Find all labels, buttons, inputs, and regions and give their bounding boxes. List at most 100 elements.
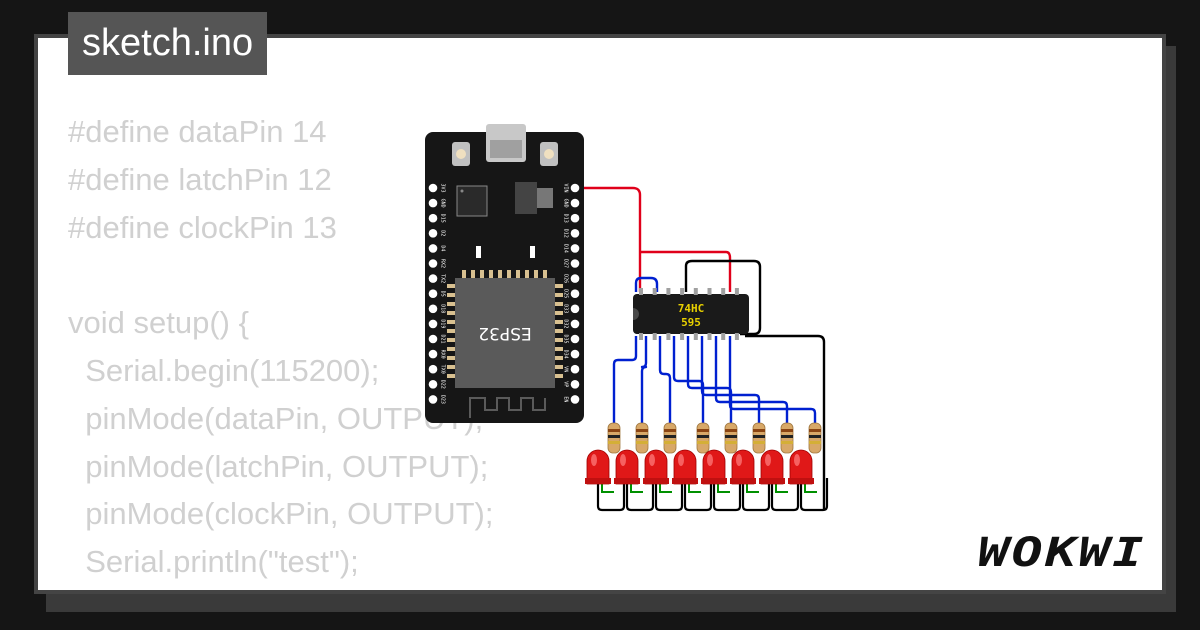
wire-loop[interactable] — [634, 276, 659, 292]
led[interactable] — [585, 449, 611, 485]
esp32-pin-left[interactable] — [428, 183, 438, 193]
chip-pin-top[interactable] — [707, 288, 712, 295]
esp32-pin-right[interactable] — [570, 364, 580, 374]
led-indicator-left — [476, 246, 481, 258]
esp32-pin-left[interactable] — [428, 274, 438, 283]
chip-pin-bottom[interactable] — [721, 333, 726, 340]
esp32-pin-right[interactable] — [570, 229, 580, 238]
esp32-pin-label: D19 — [440, 319, 446, 328]
esp32-pin-label: GND — [440, 199, 446, 208]
esp32-pin-left[interactable] — [428, 380, 438, 389]
resistor[interactable] — [752, 422, 766, 454]
chip-pin-bottom[interactable] — [652, 333, 657, 340]
esp32-pin-right[interactable] — [570, 395, 580, 404]
esp32-pin-right[interactable] — [570, 244, 580, 253]
led[interactable] — [614, 449, 640, 485]
esp32-pin-left[interactable] — [428, 334, 438, 344]
wire-output-2[interactable] — [658, 336, 672, 425]
resistor[interactable] — [808, 422, 822, 454]
esp32-pin-right[interactable] — [570, 319, 580, 329]
wire-output-7[interactable] — [728, 336, 817, 425]
esp32-pin-label: 3V3 — [440, 183, 446, 192]
wire-led-gnd[interactable] — [654, 478, 684, 512]
esp32-pin-left[interactable] — [428, 349, 438, 359]
resistor[interactable] — [663, 422, 677, 454]
wire-led-gnd[interactable] — [683, 478, 713, 512]
esp32-pin-left[interactable] — [428, 364, 438, 374]
led[interactable] — [701, 449, 727, 485]
code-line: pinMode(latchPin, OUTPUT); — [68, 448, 489, 484]
esp32-pin-left[interactable] — [428, 304, 438, 314]
wire-led-gnd[interactable] — [770, 478, 800, 512]
chip-pin-bottom[interactable] — [639, 333, 643, 340]
esp32-pin-left[interactable] — [428, 229, 438, 238]
wire-gnd-chip[interactable] — [684, 259, 762, 336]
esp32-pin-left[interactable] — [428, 213, 438, 223]
esp32-pin-right[interactable] — [570, 213, 580, 223]
resistor[interactable] — [635, 422, 649, 454]
svg-text:WOKWI: WOKWI — [978, 530, 1146, 576]
wire-led-gnd[interactable] — [741, 478, 771, 512]
esp32-pin-right[interactable] — [570, 289, 580, 299]
wire-led-gnd[interactable] — [596, 478, 626, 512]
led[interactable] — [730, 449, 756, 485]
chip-pin-bottom[interactable] — [734, 333, 739, 340]
code-editor: #define dataPin 14#define latchPin 12#de… — [68, 108, 494, 590]
esp32-pin-right[interactable] — [570, 380, 580, 389]
wire-output-0[interactable] — [612, 336, 638, 425]
esp32-pin-right[interactable] — [570, 259, 580, 268]
esp32-pin-label: D25 — [563, 289, 569, 298]
resistor[interactable] — [780, 422, 794, 454]
wire-vcc-chain[interactable] — [640, 250, 732, 292]
esp32-pin-left[interactable] — [428, 395, 438, 404]
chip-pin-top[interactable] — [666, 288, 671, 295]
wire-gnd-main[interactable] — [745, 334, 826, 510]
chip-pin-top[interactable] — [721, 288, 726, 295]
chip-pin-bottom[interactable] — [666, 333, 671, 340]
chip-pin-bottom[interactable] — [707, 333, 712, 340]
resistor[interactable] — [607, 422, 621, 454]
shift-register-pins — [639, 288, 739, 340]
esp32-pin-label: D2 — [440, 230, 446, 236]
esp32-pin-label: EN — [563, 396, 569, 402]
resistor[interactable] — [696, 422, 710, 454]
file-tab[interactable]: sketch.ino — [68, 12, 268, 75]
chip-pin-top[interactable] — [680, 288, 685, 295]
led[interactable] — [788, 449, 814, 485]
esp32-pin-right[interactable] — [570, 349, 580, 359]
esp32-pin-label: TX0 — [440, 365, 446, 374]
boot-button[interactable] — [452, 142, 470, 166]
chip-pin-bottom[interactable] — [693, 333, 698, 340]
led[interactable] — [759, 449, 785, 485]
esp32-pin-right[interactable] — [570, 198, 580, 208]
esp32-pin-right[interactable] — [570, 183, 580, 193]
esp32-pin-left[interactable] — [428, 319, 438, 329]
chip-pin-top[interactable] — [639, 288, 643, 295]
chip-pin-bottom[interactable] — [680, 333, 685, 340]
esp32-pin-right[interactable] — [570, 304, 580, 314]
esp32-pin-label: D35 — [563, 334, 569, 343]
wire-output-6[interactable] — [714, 336, 789, 425]
esp32-pin-left[interactable] — [428, 198, 438, 208]
voltage-regulator — [515, 182, 553, 214]
en-button[interactable] — [540, 142, 558, 166]
chip-pin-top[interactable] — [652, 288, 657, 295]
esp32-pin-right[interactable] — [570, 274, 580, 283]
chip-pin-top[interactable] — [734, 288, 739, 295]
chip-pin-top[interactable] — [693, 288, 698, 295]
wire-output-1[interactable] — [640, 336, 648, 425]
esp32-pin-left[interactable] — [428, 289, 438, 299]
esp32-pin-right[interactable] — [570, 334, 580, 344]
wire-vin[interactable] — [575, 186, 642, 292]
shift-register-74hc595[interactable]: 74HC 595 — [633, 288, 749, 340]
led[interactable] — [672, 449, 698, 485]
wire-led-gnd[interactable] — [799, 478, 829, 512]
wire-led-gnd[interactable] — [712, 478, 742, 512]
wire-led-gnd[interactable] — [625, 478, 655, 512]
esp32-pin-left[interactable] — [428, 244, 438, 253]
esp32-pin-left[interactable] — [428, 259, 438, 268]
resistor[interactable] — [724, 422, 738, 454]
led[interactable] — [643, 449, 669, 485]
